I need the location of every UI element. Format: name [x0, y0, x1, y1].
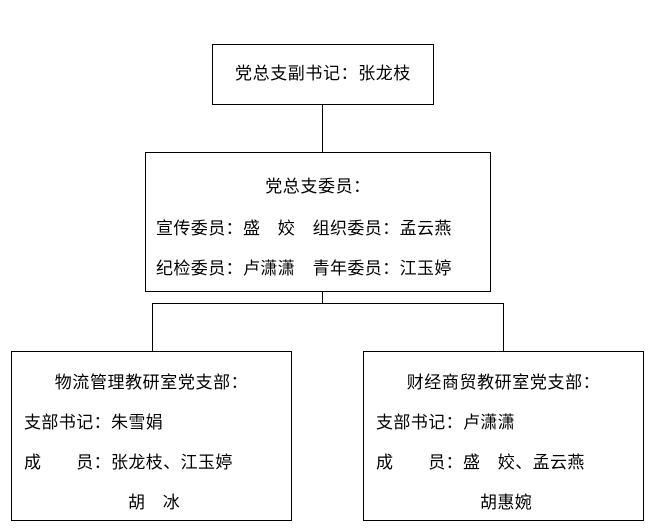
- connector-down-to-right-branch: [503, 303, 504, 351]
- node-middle-heading: 党总支委员：: [265, 177, 371, 196]
- node-logistics-branch[interactable]: 物流管理教研室党支部： 支部书记：朱雪娟 成 员：张龙枝、江玉婷 胡 冰: [11, 351, 292, 521]
- node-right-line-2: 成 员：盛 姣、孟云燕: [376, 453, 585, 472]
- node-left-line-1: 支部书记：朱雪娟: [24, 413, 164, 432]
- node-party-committee-members[interactable]: 党总支委员： 宣传委员：盛 姣 组织委员：孟云燕 纪检委员：卢潇潇 青年委员：江…: [145, 152, 491, 292]
- node-right-line-3: 胡惠婉: [480, 493, 533, 512]
- node-top-label: 党总支副书记：张龙枝: [235, 64, 411, 83]
- node-left-line-2: 成 员：张龙枝、江玉婷: [24, 453, 233, 472]
- connector-down-to-left-branch: [152, 303, 153, 351]
- node-middle-row-1: 宣传委员：盛 姣 组织委员：孟云燕: [156, 219, 452, 238]
- node-left-heading: 物流管理教研室党支部：: [54, 373, 249, 392]
- node-middle-row-2: 纪检委员：卢潇潇 青年委员：江玉婷: [156, 259, 452, 278]
- node-right-heading: 财经商贸教研室党支部：: [406, 373, 601, 392]
- connector-middle-stub: [322, 292, 323, 303]
- node-finance-trade-branch[interactable]: 财经商贸教研室党支部： 支部书记：卢潇潇 成 员：盛 姣、孟云燕 胡惠婉: [363, 351, 644, 521]
- node-left-line-3: 胡 冰: [128, 493, 181, 512]
- node-party-deputy-secretary[interactable]: 党总支副书记：张龙枝: [212, 44, 434, 105]
- connector-horizontal-bar: [152, 303, 504, 304]
- connector-top-to-middle: [322, 105, 323, 152]
- node-right-line-1: 支部书记：卢潇潇: [376, 413, 516, 432]
